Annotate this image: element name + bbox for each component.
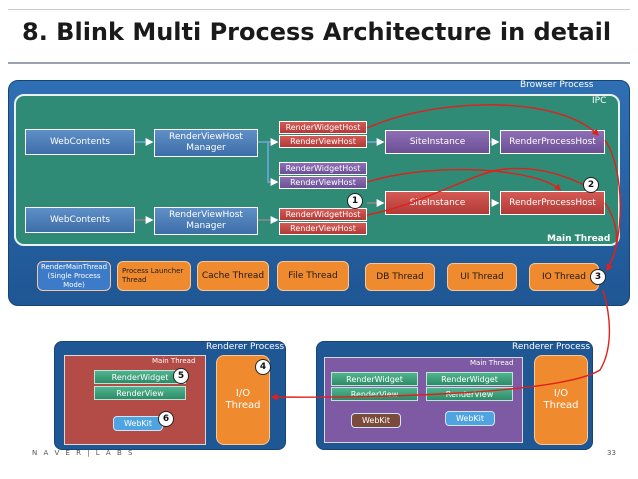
- badge-3: 3: [590, 269, 606, 285]
- badge-6: 6: [158, 411, 174, 427]
- render-widget-host-2: RenderWidgetHost: [279, 162, 367, 175]
- renderer-left-main-thread-label: Main Thread: [152, 357, 196, 365]
- browser-process-label: Browser Process: [520, 80, 594, 90]
- webkit-right-2: WebKit: [445, 411, 495, 426]
- footer-logo: N A V E R | L A B S: [32, 449, 135, 457]
- site-instance-2: SiteInstance: [385, 191, 490, 215]
- top-divider: [8, 9, 630, 10]
- render-widget-host-1: RenderWidgetHost: [279, 121, 367, 134]
- render-view-left: RenderView: [94, 386, 186, 400]
- cache-thread: Cache Thread: [197, 261, 269, 291]
- render-widget-left: RenderWidget: [94, 370, 186, 384]
- render-view-right-1: RenderView: [331, 387, 418, 401]
- process-launcher-thread: Process Launcher Thread: [117, 261, 191, 291]
- render-main-thread: RenderMainThread (Single Process Mode): [37, 261, 111, 291]
- io-thread-right: I/O Thread: [534, 355, 588, 445]
- io-thread: IO Thread: [529, 263, 599, 291]
- title-divider: [8, 62, 630, 64]
- ui-thread: UI Thread: [447, 263, 517, 291]
- db-thread: DB Thread: [365, 263, 435, 291]
- renderer-right-label: Renderer Process: [512, 342, 591, 352]
- badge-5: 5: [173, 368, 189, 384]
- ipc-label: IPC: [592, 96, 607, 106]
- web-contents-2: WebContents: [25, 207, 135, 233]
- render-widget-host-3: RenderWidgetHost: [279, 208, 367, 221]
- render-view-host-3: RenderViewHost: [279, 222, 367, 235]
- main-thread-label: Main Thread: [547, 234, 611, 244]
- render-process-host-2: RenderProcessHost: [500, 191, 605, 215]
- render-widget-right-2: RenderWidget: [426, 372, 513, 386]
- render-view-right-2: RenderView: [426, 387, 513, 401]
- file-thread: File Thread: [277, 261, 349, 291]
- badge-1: 1: [347, 193, 363, 209]
- rvh-manager-2: RenderViewHost Manager: [154, 207, 258, 235]
- site-instance-1: SiteInstance: [385, 130, 490, 154]
- render-process-host-1: RenderProcessHost: [500, 130, 605, 154]
- badge-2: 2: [583, 177, 599, 193]
- slide-title: 8. Blink Multi Process Architecture in d…: [22, 18, 612, 46]
- webkit-right-1: WebKit: [351, 413, 401, 428]
- render-view-host-2: RenderViewHost: [279, 176, 367, 189]
- render-widget-right-1: RenderWidget: [331, 372, 418, 386]
- renderer-right-main-thread-label: Main Thread: [470, 359, 514, 367]
- web-contents-1: WebContents: [25, 129, 135, 155]
- renderer-left-label: Renderer Process: [206, 342, 285, 352]
- badge-4: 4: [255, 359, 271, 375]
- rvh-manager-1: RenderViewHost Manager: [154, 129, 258, 157]
- render-view-host-1: RenderViewHost: [279, 135, 367, 148]
- page-number: 33: [607, 449, 616, 457]
- webkit-left: WebKit: [113, 416, 163, 431]
